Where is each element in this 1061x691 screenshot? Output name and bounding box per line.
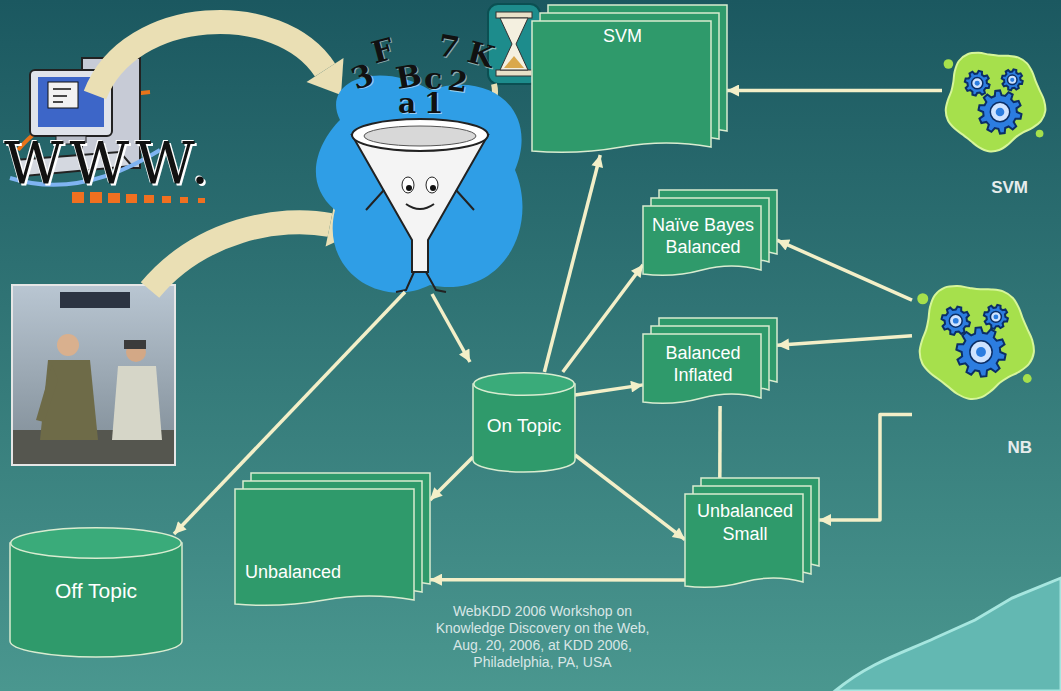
flow-arrow	[575, 455, 685, 540]
document-stack: SVM	[532, 5, 727, 155]
gear-ring	[949, 314, 962, 327]
flow-arrow	[430, 457, 473, 500]
document-sheet	[235, 489, 414, 605]
gear-hub	[976, 347, 986, 357]
cylinder-body	[473, 384, 575, 472]
web-label: WWW.	[4, 134, 215, 192]
gear-ring	[972, 78, 983, 89]
node-text: On Topic	[487, 414, 562, 438]
node-text: Unbalanced	[245, 561, 341, 584]
gear-symbol	[978, 90, 1021, 133]
document-sheet	[643, 334, 761, 403]
flow-arrow	[777, 336, 912, 346]
node-text: SVM	[991, 177, 1028, 198]
lime-dot	[1023, 374, 1032, 383]
funnel-letter: a	[398, 90, 416, 118]
gear-symbol	[956, 327, 1005, 377]
node-text: Balanced Inflated	[649, 342, 757, 387]
flow-arrow	[718, 406, 722, 478]
funnel-letter: 2	[446, 67, 469, 97]
gear-hub	[993, 314, 998, 319]
funnel-letter: B	[394, 60, 424, 94]
orange-dashes	[72, 192, 205, 203]
gear-ring	[970, 341, 992, 363]
funnel-letter: 7	[436, 30, 462, 63]
database-cylinder: Off Topic	[10, 527, 182, 657]
lime-blob	[920, 286, 1034, 399]
document-sheet	[685, 494, 803, 587]
cylinder-top	[474, 373, 575, 396]
node-text: Off Topic	[55, 578, 137, 604]
flow-arrow	[563, 265, 643, 372]
document-sheet	[643, 206, 761, 275]
node-text: SVM	[603, 25, 642, 48]
node-text: Naïve Bayes Balanced	[649, 214, 757, 259]
document-stack: Balanced Inflated	[643, 318, 777, 406]
gear-outline	[942, 50, 1050, 200]
node-text: NB	[1007, 437, 1032, 458]
gear-hub	[953, 318, 959, 324]
gear-hub	[996, 108, 1005, 117]
gear-symbol	[984, 305, 1008, 329]
lime-dot	[1036, 130, 1044, 138]
gear-hub	[1010, 78, 1014, 82]
cylinder-body	[10, 543, 182, 657]
funnel-clipart	[316, 76, 523, 293]
gear-outline	[912, 285, 1050, 460]
gear-symbol	[1002, 69, 1023, 90]
flow-arrow	[777, 240, 912, 300]
doc-outline	[235, 473, 430, 608]
gear-icon: NB	[912, 285, 1050, 460]
caption: WebKDD 2006 Workshop on Knowledge Discov…	[420, 603, 665, 671]
database-cylinder: On Topic	[473, 372, 575, 472]
flow-arrow	[544, 155, 600, 372]
gear-ring	[990, 102, 1009, 121]
document-stack: Unbalanced	[235, 473, 430, 608]
gear-symbol	[965, 71, 990, 96]
lime-dot	[917, 293, 928, 304]
gear-hub	[975, 81, 980, 86]
flow-arrow	[819, 415, 912, 521]
gear-ring	[1007, 75, 1017, 85]
document-stack: Naïve Bayes Balanced	[643, 190, 777, 278]
document-stack: Unbalanced Small	[685, 478, 819, 590]
node-text: Unbalanced Small	[691, 500, 799, 545]
flow-arrow	[575, 385, 643, 395]
corner-swoosh	[835, 578, 1061, 691]
photo	[12, 285, 175, 465]
gear-ring	[990, 311, 1001, 322]
funnel-letter: K	[465, 37, 498, 73]
funnel-letter: 1	[424, 90, 443, 118]
lime-blob	[946, 53, 1046, 152]
cylinder-top	[11, 528, 182, 559]
document-sheet	[532, 21, 711, 152]
gear-symbol	[942, 307, 970, 335]
flow-arrow	[727, 89, 942, 93]
lime-dot	[944, 59, 954, 69]
funnel-letter: 3	[347, 59, 377, 94]
flow-arrow	[430, 578, 685, 582]
gear-icon: SVM	[942, 50, 1050, 200]
funnel-letter: F	[368, 34, 396, 68]
